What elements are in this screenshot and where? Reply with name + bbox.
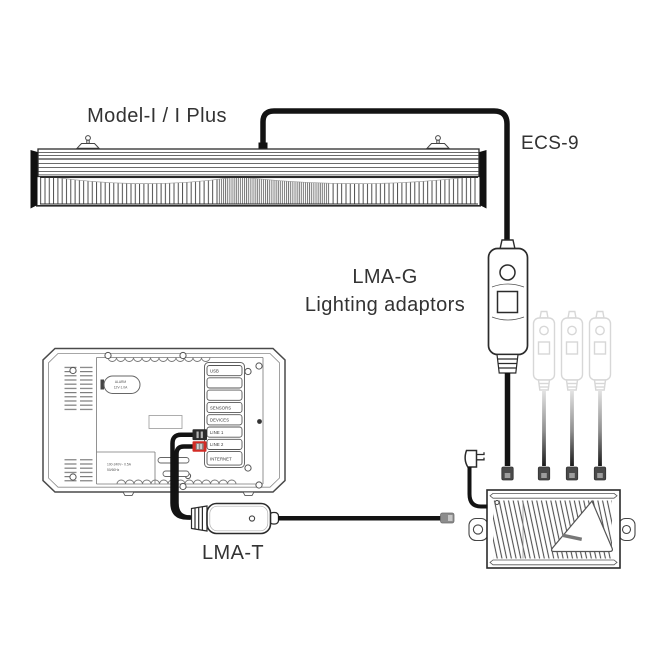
- ghost-adaptor: [560, 310, 584, 391]
- port-label-line2: LINE 2: [210, 442, 224, 447]
- controller-inner-frame: [48, 353, 280, 488]
- lma-t-adaptor: [190, 502, 455, 535]
- cable-connector: [593, 466, 607, 481]
- screws: [69, 351, 263, 491]
- cable-connector: [565, 466, 579, 481]
- lma-g-button: [499, 264, 516, 281]
- lma-t-end-connector: [440, 512, 455, 524]
- lma-t-body-inner: [209, 505, 269, 532]
- line2-connector: [192, 441, 207, 452]
- label-ecs9: ECS-9: [521, 133, 579, 154]
- line1-connector: [192, 429, 207, 441]
- port-label-devices: DEVICES: [210, 418, 229, 423]
- light-bar-ribs: [36, 177, 481, 207]
- lma-t-button: [248, 515, 256, 522]
- mounting-bracket-left: [75, 135, 101, 149]
- power-supply-unit: [468, 489, 636, 569]
- port-label-sensors: SENSORS: [210, 405, 231, 410]
- psu-top-rail: [489, 493, 618, 499]
- cable-gland: [258, 142, 268, 149]
- label-model: Model-I / I Plus: [87, 105, 227, 127]
- cable-connector: [501, 466, 514, 481]
- controller-unit: ALARM 12V-1.0A 100-240V~ 0.5A 50/60Hz US…: [42, 347, 286, 497]
- ac-plug-icon: [464, 449, 488, 509]
- ecs9-cable: [260, 108, 510, 244]
- port-label-usb: USB: [210, 368, 219, 373]
- light-bar-rail: [37, 148, 480, 178]
- label-lmag: LMA-G: [352, 266, 417, 288]
- rail-profile-lines: [38, 152, 479, 176]
- psu-triangle-badge: [550, 499, 614, 553]
- ac-cord: [467, 467, 488, 509]
- port-label-internet: INTERNET: [210, 456, 232, 461]
- alarm-label: ALARM: [115, 380, 127, 384]
- controller-foot: [242, 491, 255, 497]
- lma-t-body: [206, 502, 272, 535]
- bump-row-top: [107, 357, 211, 362]
- ghost-adaptors: [532, 310, 612, 466]
- mounting-bracket-right: [425, 135, 451, 149]
- ghost-adaptor: [588, 310, 612, 391]
- end-cap-left: [30, 150, 38, 209]
- power-rating-2: 50/60Hz: [107, 468, 120, 472]
- alarm-label-plate: ALARM 12V-1.0A: [100, 375, 141, 394]
- ghost-cables: [542, 390, 602, 466]
- lma-g-adaptor: [487, 239, 529, 466]
- ghost-adaptor: [532, 310, 556, 391]
- lma-g-strain-relief: [496, 353, 519, 374]
- mounting-ear-left: [468, 517, 489, 542]
- light-bar: [30, 135, 487, 209]
- psu-bottom-rail: [489, 559, 618, 566]
- port-column: USB SENSORS DEVICES LINE 1 LINE 2 INTERN…: [204, 362, 245, 468]
- label-lmag-sub: Lighting adaptors: [305, 294, 465, 316]
- status-dot: [257, 419, 262, 424]
- line-cables: [170, 432, 196, 520]
- port-label-line1: LINE 1: [210, 430, 224, 435]
- output-connectors: [501, 466, 607, 481]
- label-lmat: LMA-T: [202, 542, 264, 564]
- lma-t-strain-relief: [190, 505, 208, 532]
- lma-g-window: [496, 290, 519, 314]
- alarm-rating: 12V-1.0A: [114, 386, 128, 390]
- cable-connector: [537, 466, 551, 481]
- interior-frame: [96, 357, 264, 485]
- power-rating-1: 100-240V~ 0.5A: [107, 463, 132, 467]
- psu-label-smudge: [561, 533, 583, 542]
- mounting-ear-right: [618, 517, 636, 542]
- center-recess: [148, 415, 183, 429]
- end-cap-right: [479, 150, 487, 209]
- controller-foot: [122, 491, 135, 497]
